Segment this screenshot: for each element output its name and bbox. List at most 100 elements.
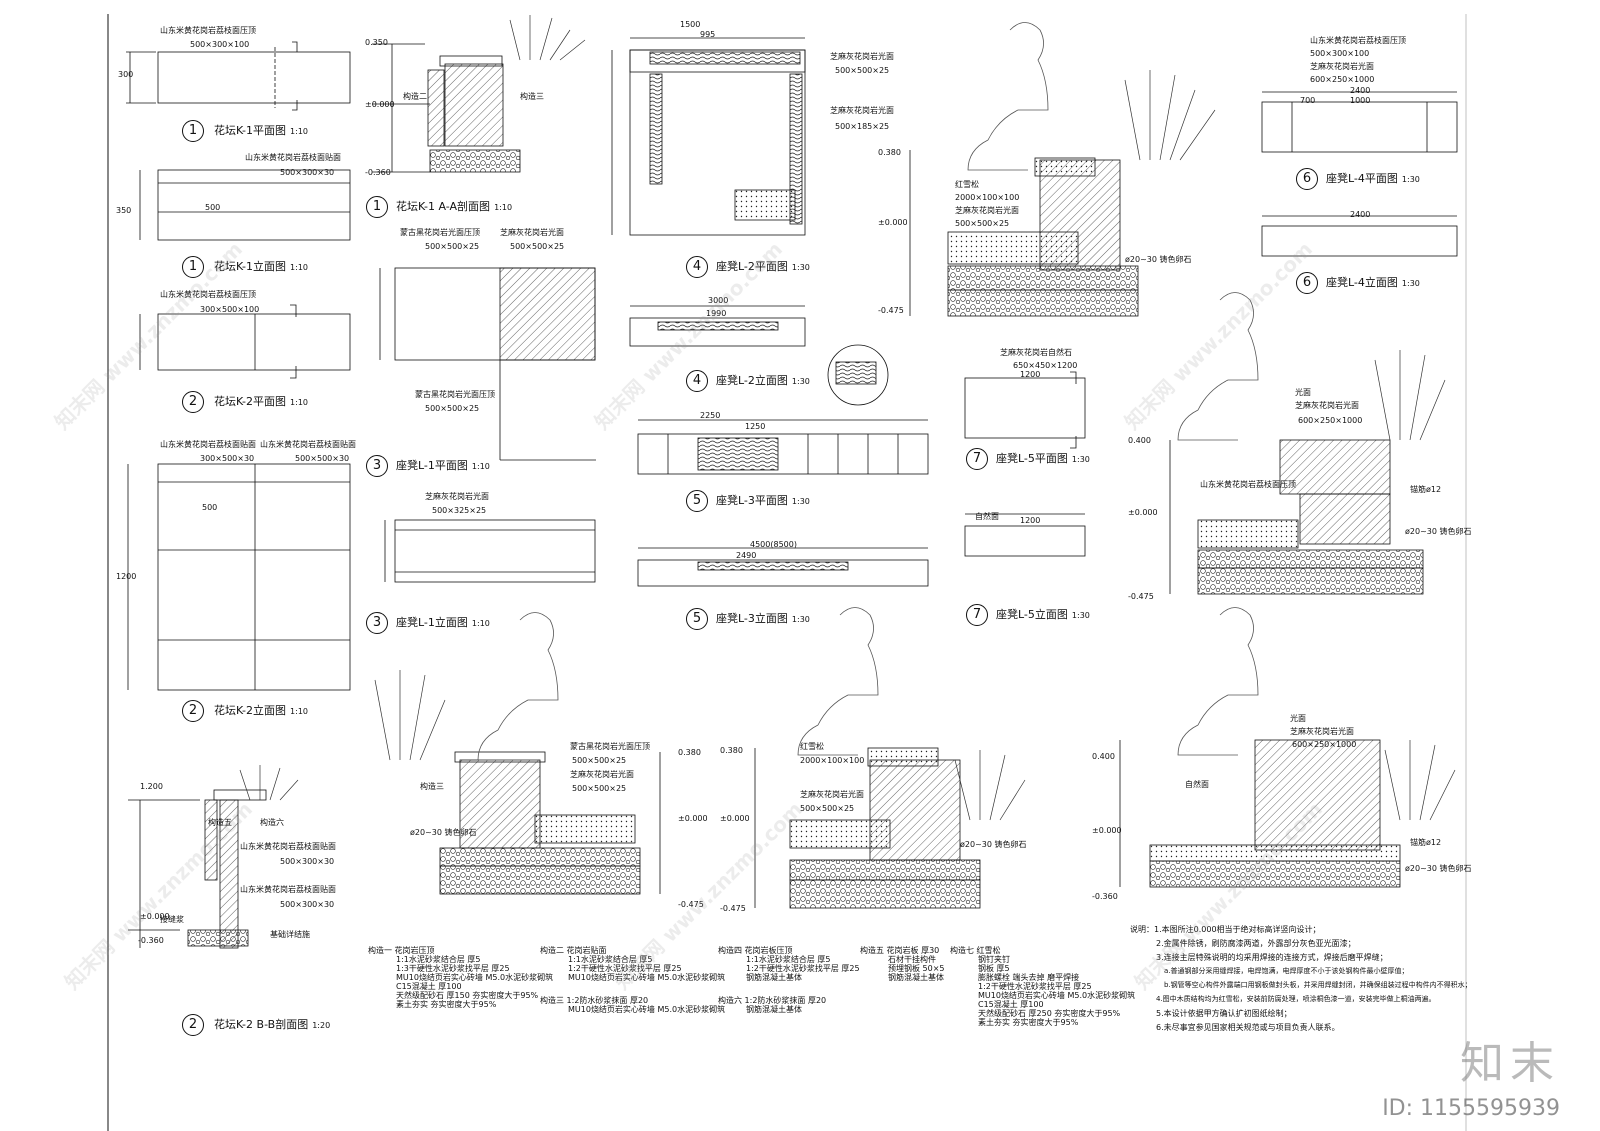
elevation: -0.360 <box>1092 892 1118 901</box>
natural-label: 自然面 <box>975 512 999 521</box>
person-silhouettes <box>477 22 1259 761</box>
pebble-label: ø20~30 铸色卵石 <box>410 828 477 837</box>
material-label: 芝麻灰花岗岩光面 <box>425 492 489 501</box>
natural-label: 自然面 <box>1185 780 1209 789</box>
dim: 2400 <box>1350 86 1371 95</box>
material-label: 芝麻灰花岗岩光面 <box>800 790 864 799</box>
l5-plan <box>964 371 1086 557</box>
material-label: 山东米黄花岗岩荔枝面贴面 <box>240 885 336 894</box>
material-label: 芝麻灰花岗岩光面 <box>1310 62 1374 71</box>
elevation: ±0.000 <box>678 814 708 823</box>
dim: 1000 <box>1350 96 1371 105</box>
view-number: 6 <box>1296 272 1318 294</box>
notes-mid3: 构造五 花岗岩板 厚30 石材干挂构件 预埋钢板 50×5 钢筋混凝土基体 <box>860 946 945 982</box>
elevation: 0.350 <box>365 38 388 47</box>
material-size: 500×325×25 <box>432 506 487 515</box>
k1-elevation <box>139 169 351 241</box>
material-label: 山东米黄花岗岩荔枝面压顶 <box>1200 480 1296 489</box>
material-label: 山东米黄花岗岩荔枝面贴面 <box>240 842 336 851</box>
elevation: ±0.000 <box>1092 826 1122 835</box>
material-label: 芝麻灰花岗岩光面 <box>955 206 1019 215</box>
l2-section <box>909 150 1139 317</box>
elevation: 0.380 <box>678 748 701 757</box>
dim: 1200 <box>1020 516 1041 525</box>
view-number: 1 <box>366 196 388 218</box>
material-label: 芝麻灰花岗岩光面 <box>830 106 894 115</box>
l3-elevation <box>637 547 929 587</box>
notes-mid4: 构造七 红雪松 钢钉夹钉 钢板 厚5 膨胀螺栓 端头去掉 磨平焊接 1:2干硬性… <box>950 946 1136 1027</box>
light-label: 光面 <box>1290 714 1306 723</box>
material-size: 500×300×100 <box>190 40 250 49</box>
view-number: 4 <box>686 256 708 278</box>
l4-plan <box>1261 91 1458 257</box>
material-size: 500×500×25 <box>425 242 480 251</box>
l1-elevation <box>384 519 596 583</box>
general-notes: 说明：1.本图所注0.000相当于绝对标高详竖向设计； 2.金属件除锈，刷防腐漆… <box>1130 925 1472 1032</box>
elevation: ±0.000 <box>720 814 750 823</box>
elevation: 0.400 <box>1128 436 1151 445</box>
l2-plan <box>611 37 806 236</box>
elevation: -0.475 <box>678 900 704 909</box>
l1-section <box>439 751 661 895</box>
material-label: 芝麻灰花岗岩光面 <box>830 52 894 61</box>
view-number: 5 <box>686 608 708 630</box>
wood-label: 红雪松 <box>955 180 979 189</box>
dim: 700 <box>1300 96 1316 105</box>
bolt-label: 锚筋ø12 <box>1410 838 1442 847</box>
pebble-label: ø20~30 铸色卵石 <box>1125 255 1192 264</box>
pebble-label: ø20~30 铸色卵石 <box>960 840 1027 849</box>
dim: 350 <box>116 206 132 215</box>
dim: 995 <box>700 30 716 39</box>
material-size: 500×500×25 <box>835 66 890 75</box>
material-label: 山东米黄花岗岩荔枝面贴面 <box>245 153 341 162</box>
material-size: 600×250×1000 <box>1292 740 1357 749</box>
material-size: 500×300×30 <box>280 168 335 177</box>
dim: 1990 <box>706 309 727 318</box>
view-number: 2 <box>182 1014 204 1036</box>
dim: 2400 <box>1350 210 1371 219</box>
material-size: 500×500×30 <box>295 454 350 463</box>
dim: 500 <box>205 203 221 212</box>
material-label: 山东米黄花岗岩荔枝面压顶 <box>160 290 256 299</box>
l3-plan <box>637 419 929 475</box>
structure-label: 构造六 <box>260 818 284 827</box>
material-label: 芝麻灰花岗岩自然石 <box>1000 348 1072 357</box>
material-size: 300×500×100 <box>200 305 260 314</box>
elevation: ±0.000 <box>365 100 395 109</box>
material-label: 蒙古黑花岗岩光面压顶 <box>400 228 480 237</box>
elevation: -0.475 <box>878 306 904 315</box>
notes-left: 构造一 花岗岩压顶 1:1水泥砂浆结合层 厚5 1:3干硬性水泥砂浆找平层 厚2… <box>368 946 554 1009</box>
material-size: 500×500×25 <box>955 219 1010 228</box>
view-number: 3 <box>366 455 388 477</box>
elevation: -0.360 <box>138 936 164 945</box>
k2-plan <box>139 304 351 379</box>
elevation: 0.380 <box>878 148 901 157</box>
material-size: 500×500×25 <box>800 804 855 813</box>
material-size: 650×450×1200 <box>1013 361 1078 370</box>
notes-mid: 构造二 花岗岩贴面 1:1水泥砂浆结合层 厚5 1:2干硬性水泥砂浆找平层 厚2… <box>540 946 726 1014</box>
l5-section <box>1119 739 1401 888</box>
k1-plan <box>126 41 351 111</box>
material-label: 蒙古黑花岗岩光面压顶 <box>415 390 495 399</box>
dim: 2250 <box>700 411 721 420</box>
view-number: 6 <box>1296 168 1318 190</box>
elevation: 0.400 <box>1092 752 1115 761</box>
elevation: -0.360 <box>365 168 391 177</box>
elevation: 0.380 <box>720 746 743 755</box>
view-number: 2 <box>182 700 204 722</box>
material-label: 山东米黄花岗岩荔枝面贴面 <box>160 440 256 449</box>
view-number: 1 <box>182 256 204 278</box>
l4-section <box>1169 439 1424 595</box>
view-number: 7 <box>966 448 988 470</box>
grass-plants <box>239 15 1456 821</box>
